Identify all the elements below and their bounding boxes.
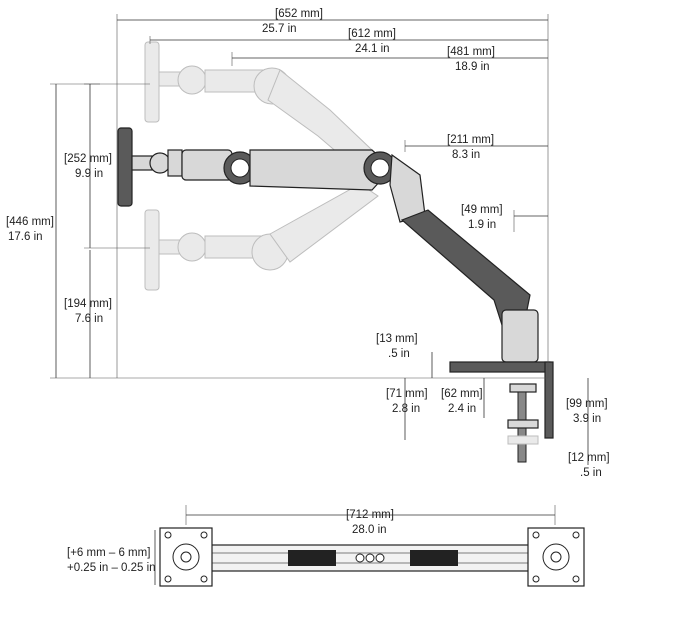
bar-adjust-mm: [+6 mm – 6 mm] <box>67 547 150 559</box>
clamp-width-mm: [62 mm] <box>441 388 483 400</box>
overall-reach-in: 25.7 in <box>262 23 297 35</box>
bar-adjust-in: +0.25 in – 0.25 in <box>67 562 156 574</box>
dimension-annotations: [652 mm] 25.7 in [612 mm] 24.1 in [481 m… <box>6 8 610 479</box>
left-vesa-plate <box>159 527 213 587</box>
tilt-range-mm: [252 mm] <box>64 153 112 165</box>
bar-span-mm: [712 mm] <box>346 509 394 521</box>
base-thickness-in: .5 in <box>388 348 410 360</box>
right-vesa-plate <box>527 527 585 587</box>
pole-offset-mm: [211 mm] <box>447 134 494 146</box>
forearm-reach-mm: [481 mm] <box>447 46 495 58</box>
pole-offset-in: 8.3 in <box>452 149 480 161</box>
clamp-range-mm: [99 mm] <box>566 398 608 410</box>
ghost-upper-position <box>144 41 373 173</box>
bar-top-view: [712 mm] 28.0 in [+6 mm – 6 mm] +0.25 in… <box>67 505 585 587</box>
forearm-reach-in: 18.9 in <box>455 61 490 73</box>
overall-reach-mm: [652 mm] <box>275 8 323 20</box>
arm-reach-in: 24.1 in <box>355 43 390 55</box>
bar-span-in: 28.0 in <box>352 524 387 536</box>
clamp-depth-mm: [71 mm] <box>386 388 428 400</box>
base-thickness-mm: [13 mm] <box>376 333 418 345</box>
clamp-min-mm: [12 mm] <box>568 452 610 464</box>
base-offset-in: 1.9 in <box>468 219 496 231</box>
vertical-travel-mm: [446 mm] <box>6 216 54 228</box>
vertical-travel-in: 17.6 in <box>8 231 43 243</box>
clamp-depth-in: 2.8 in <box>392 403 420 415</box>
side-view-drawing <box>117 41 554 463</box>
base-offset-mm: [49 mm] <box>461 204 503 216</box>
tilt-range-in: 9.9 in <box>75 168 103 180</box>
ghost-lower-position <box>144 183 379 291</box>
arm-reach-mm: [612 mm] <box>348 28 396 40</box>
main-arm <box>117 127 554 463</box>
min-height-mm: [194 mm] <box>64 298 112 310</box>
clamp-range-in: 3.9 in <box>573 413 601 425</box>
clamp-width-in: 2.4 in <box>448 403 476 415</box>
clamp-min-in: .5 in <box>580 467 602 479</box>
min-height-in: 7.6 in <box>75 313 103 325</box>
